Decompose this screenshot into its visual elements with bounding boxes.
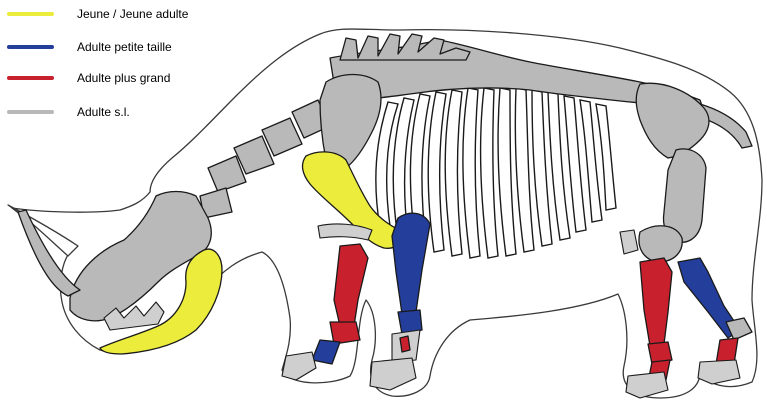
legend-item-small-adult: Adulte petite taille xyxy=(9,40,172,54)
sesamoid xyxy=(400,336,410,352)
legend-item-adult-sl: Adulte s.l. xyxy=(9,105,130,119)
legend-label-young: Jeune / Jeune adulte xyxy=(77,7,189,21)
carpals xyxy=(330,322,360,344)
legend-label-adult-sl: Adulte s.l. xyxy=(77,105,130,119)
legend-item-large-adult: Adulte plus grand xyxy=(9,71,170,85)
legend-label-small-adult: Adulte petite taille xyxy=(77,40,172,54)
legend-label-large-adult: Adulte plus grand xyxy=(77,71,170,85)
legend: Jeune / Jeune adulte Adulte petite taill… xyxy=(9,7,189,119)
legend-item-young: Jeune / Jeune adulte xyxy=(9,7,189,21)
knee xyxy=(639,226,682,262)
